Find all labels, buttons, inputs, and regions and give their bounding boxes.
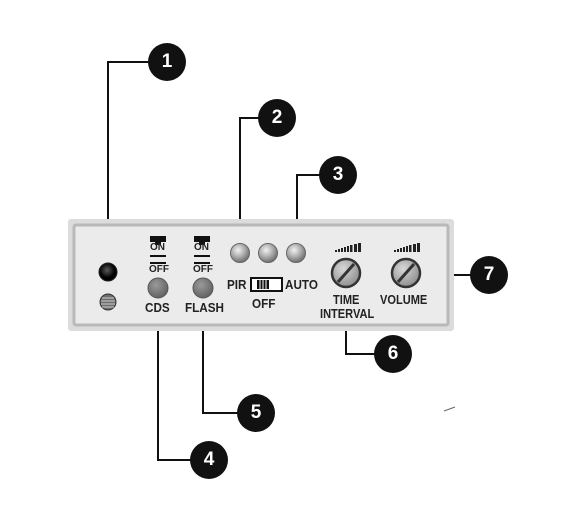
callout-3: 3	[319, 156, 357, 194]
volume-knob[interactable]	[390, 257, 422, 289]
photocell-icon	[99, 293, 117, 311]
callout-7: 7	[470, 256, 508, 294]
flash-off-label: OFF	[193, 264, 213, 275]
cds-on-label: ON	[150, 242, 165, 253]
flash-label: FLASH	[185, 300, 225, 315]
leader-lines	[107, 61, 471, 461]
led-pir-icon	[230, 243, 250, 263]
callout-1: 1	[148, 43, 186, 81]
callout-6: 6	[374, 335, 412, 373]
stray-mark	[443, 406, 456, 412]
flash-button[interactable]	[192, 277, 214, 299]
pir-label: PIR	[227, 277, 247, 292]
leader-line-6	[345, 322, 376, 355]
cds-button[interactable]	[147, 277, 169, 299]
leader-line-2	[239, 117, 262, 247]
led-middle-icon	[258, 243, 278, 263]
sensor-lens-icon	[98, 262, 118, 282]
led-auto-icon	[286, 243, 306, 263]
flash-on-label: ON	[194, 242, 209, 253]
dip-switch-cds-icon	[150, 236, 166, 264]
callout-4: 4	[190, 441, 228, 479]
dip-switch-flash-icon	[194, 236, 210, 264]
leader-line-4	[157, 304, 192, 461]
callout-5: 5	[237, 394, 275, 432]
mode-slide-switch[interactable]	[250, 277, 283, 292]
leader-line-1	[107, 61, 153, 260]
time-label: TIME	[333, 292, 360, 307]
time-level-bars-icon	[335, 243, 361, 252]
volume-level-bars-icon	[394, 243, 420, 252]
cds-label: CDS	[145, 300, 170, 315]
time-interval-knob[interactable]	[330, 257, 362, 289]
volume-label: VOLUME	[380, 292, 428, 307]
interval-label: INTERVAL	[320, 306, 375, 321]
cds-off-label: OFF	[149, 264, 169, 275]
photocell-grid-icon	[101, 297, 115, 308]
auto-label: AUTO	[285, 277, 318, 292]
off-label: OFF	[252, 296, 276, 311]
leader-line-5	[202, 304, 238, 414]
callout-2: 2	[258, 99, 296, 137]
